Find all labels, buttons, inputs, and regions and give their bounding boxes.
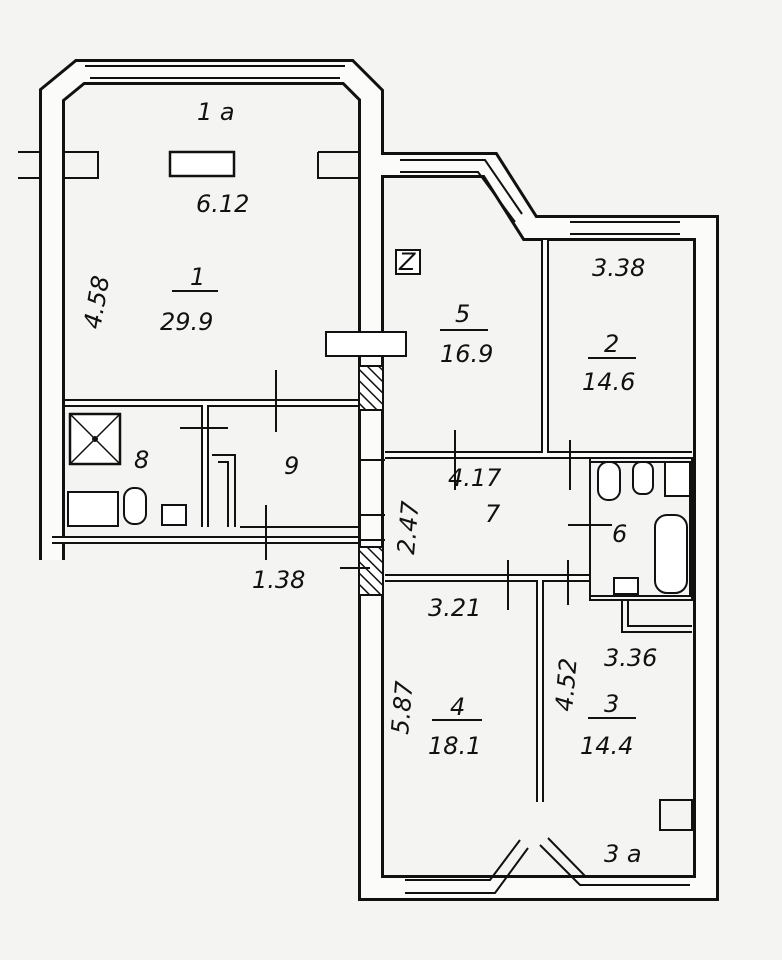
bathtub	[654, 514, 688, 594]
column-hatched	[358, 365, 384, 411]
exterior-walls	[18, 59, 719, 901]
sink	[161, 504, 187, 526]
labels: 1 a 6.12 4.58 1 29.9 Z 5 16.9 3.38 2 14.…	[78, 98, 657, 868]
room-1-depth: 4.58	[78, 274, 115, 331]
column-hatched	[358, 546, 384, 596]
room-6-number: 6	[612, 520, 627, 548]
room-7-number: 7	[485, 500, 501, 528]
room-2-area: 14.6	[582, 368, 635, 396]
radiator	[168, 150, 236, 178]
room-4-depth: 5.87	[386, 679, 419, 735]
room-7-width: 4.17	[448, 464, 502, 492]
toilet	[123, 487, 147, 525]
room-1-number: 1	[190, 263, 205, 291]
interior-walls	[52, 240, 693, 802]
toilet	[597, 461, 621, 501]
room-9-dim: 1.38	[252, 566, 305, 594]
room-4-width: 3.21	[428, 594, 481, 622]
room-9-number: 9	[284, 452, 299, 480]
room-3-width: 3.36	[604, 644, 657, 672]
room-1-area: 29.9	[160, 308, 213, 336]
room-3a-label: 3 a	[604, 840, 642, 868]
room-4-area: 18.1	[428, 732, 481, 760]
room-3-depth: 4.52	[550, 657, 583, 713]
room-5-marker: Z	[398, 248, 416, 276]
vent-box	[325, 331, 407, 357]
room-2-number: 2	[604, 330, 619, 358]
room-3-number: 3	[604, 690, 619, 718]
room-8-number: 8	[134, 446, 149, 474]
room-4-number: 4	[450, 693, 465, 721]
room-1-width: 6.12	[196, 190, 249, 218]
fixtures	[67, 150, 691, 610]
bidet	[632, 461, 654, 495]
room-5-area: 16.9	[440, 340, 493, 368]
room-5-number: 5	[455, 300, 470, 328]
room-2-width: 3.38	[592, 254, 645, 282]
sink	[613, 577, 639, 595]
room-1a-label: 1 a	[197, 98, 235, 126]
room-3-area: 14.4	[580, 732, 633, 760]
room-7-depth: 2.47	[392, 499, 425, 555]
